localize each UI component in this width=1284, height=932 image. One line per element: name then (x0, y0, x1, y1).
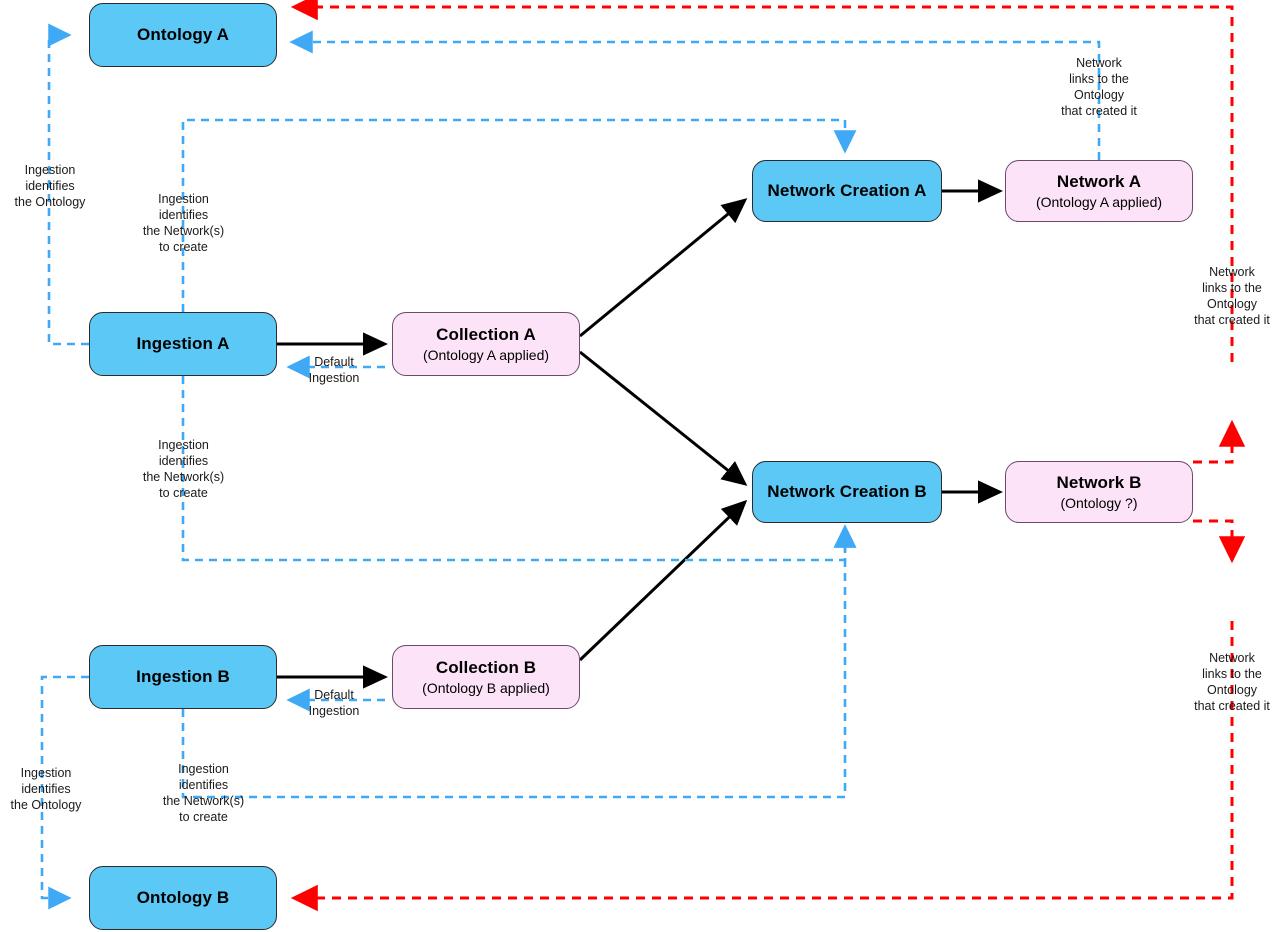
node-network-creation-a[interactable]: Network Creation A (752, 160, 942, 222)
node-network-a[interactable]: Network A (Ontology A applied) (1005, 160, 1193, 222)
node-subtitle: (Ontology A applied) (422, 347, 550, 364)
link-ingestion-b-identifies-network-creation-b (181, 524, 857, 799)
unknown-marker-label: ? (1225, 582, 1239, 607)
node-title: Ontology A (137, 25, 229, 45)
link-ingestion-a-identifies-ontology (47, 23, 89, 346)
annotation-network-a-links-to-ontology: Network links to the Ontology that creat… (1061, 56, 1137, 118)
annotation-network-b-links-to-ontology-upper: Network links to the Ontology that creat… (1194, 265, 1270, 327)
link-network-b-to-unknown-2 (1193, 519, 1246, 564)
node-title: Network B (1056, 472, 1142, 492)
link-ingestion-a-identifies-network-creation-a (181, 118, 857, 312)
unknown-marker-label: ? (1225, 385, 1239, 410)
node-ingestion-a[interactable]: Ingestion A (89, 312, 277, 376)
node-title: Collection A (436, 324, 536, 344)
node-subtitle: (Ontology ?) (1060, 495, 1138, 512)
node-network-b[interactable]: Network B (Ontology ?) (1005, 461, 1193, 523)
ontology-origin-links (290, 0, 1246, 912)
node-title: Network Creation A (767, 181, 927, 201)
link-network-b-to-unknown-1 (1193, 419, 1246, 464)
node-network-creation-b[interactable]: Network Creation B (752, 461, 942, 523)
link-unknown-2-to-ontology-b (290, 621, 1234, 912)
node-ingestion-b[interactable]: Ingestion B (89, 645, 277, 709)
starburst-icon (1206, 569, 1284, 932)
node-title: Ontology B (136, 888, 230, 908)
node-ontology-b[interactable]: Ontology B (89, 866, 277, 930)
node-subtitle: (Ontology A applied) (1035, 194, 1163, 211)
annotation-ingestion-a-identifies-network-bottom: Ingestion identifies the Network(s) to c… (142, 438, 225, 500)
arrow-collection-b-to-creation-b (578, 499, 748, 662)
node-title: Network Creation B (767, 482, 927, 502)
annotation-ingestion-a-identifies-ontology: Ingestion identifies the Ontology (14, 163, 86, 209)
link-unknown-1-to-ontology-a (290, 0, 1234, 362)
link-ingestion-b-identifies-ontology (40, 675, 89, 910)
arrow-collection-a-to-creation-a (579, 198, 748, 338)
node-title: Ingestion B (136, 667, 230, 687)
annotation-network-b-links-to-ontology-lower: Network links to the Ontology that creat… (1194, 651, 1270, 713)
node-title: Collection B (435, 657, 537, 677)
arrow-collection-a-to-creation-b (579, 350, 748, 486)
node-title: Network A (1056, 171, 1142, 191)
annotation-default-ingestion-a: Default Ingestion (308, 355, 360, 385)
node-title: Ingestion A (136, 334, 230, 354)
link-network-a-to-ontology-a (289, 30, 1101, 160)
annotation-ingestion-b-identifies-network: Ingestion identifies the Network(s) to c… (162, 762, 245, 824)
node-ontology-a[interactable]: Ontology A (89, 3, 277, 67)
unknown-ontology-marker-2[interactable]: ? (1206, 569, 1258, 621)
annotation-ingestion-a-identifies-network-top: Ingestion identifies the Network(s) to c… (142, 192, 225, 254)
identifies-links (40, 23, 1101, 910)
annotation-ingestion-b-identifies-ontology: Ingestion identifies the Ontology (10, 766, 82, 812)
node-collection-a[interactable]: Collection A (Ontology A applied) (392, 312, 580, 376)
node-subtitle: (Ontology B applied) (422, 680, 550, 697)
node-collection-b[interactable]: Collection B (Ontology B applied) (392, 645, 580, 709)
unknown-ontology-marker-1[interactable]: ? (1206, 372, 1258, 424)
annotation-default-ingestion-b: Default Ingestion (308, 688, 360, 718)
process-flow-arrows (277, 179, 1003, 689)
link-ingestion-a-identifies-network-creation-b (181, 376, 857, 562)
